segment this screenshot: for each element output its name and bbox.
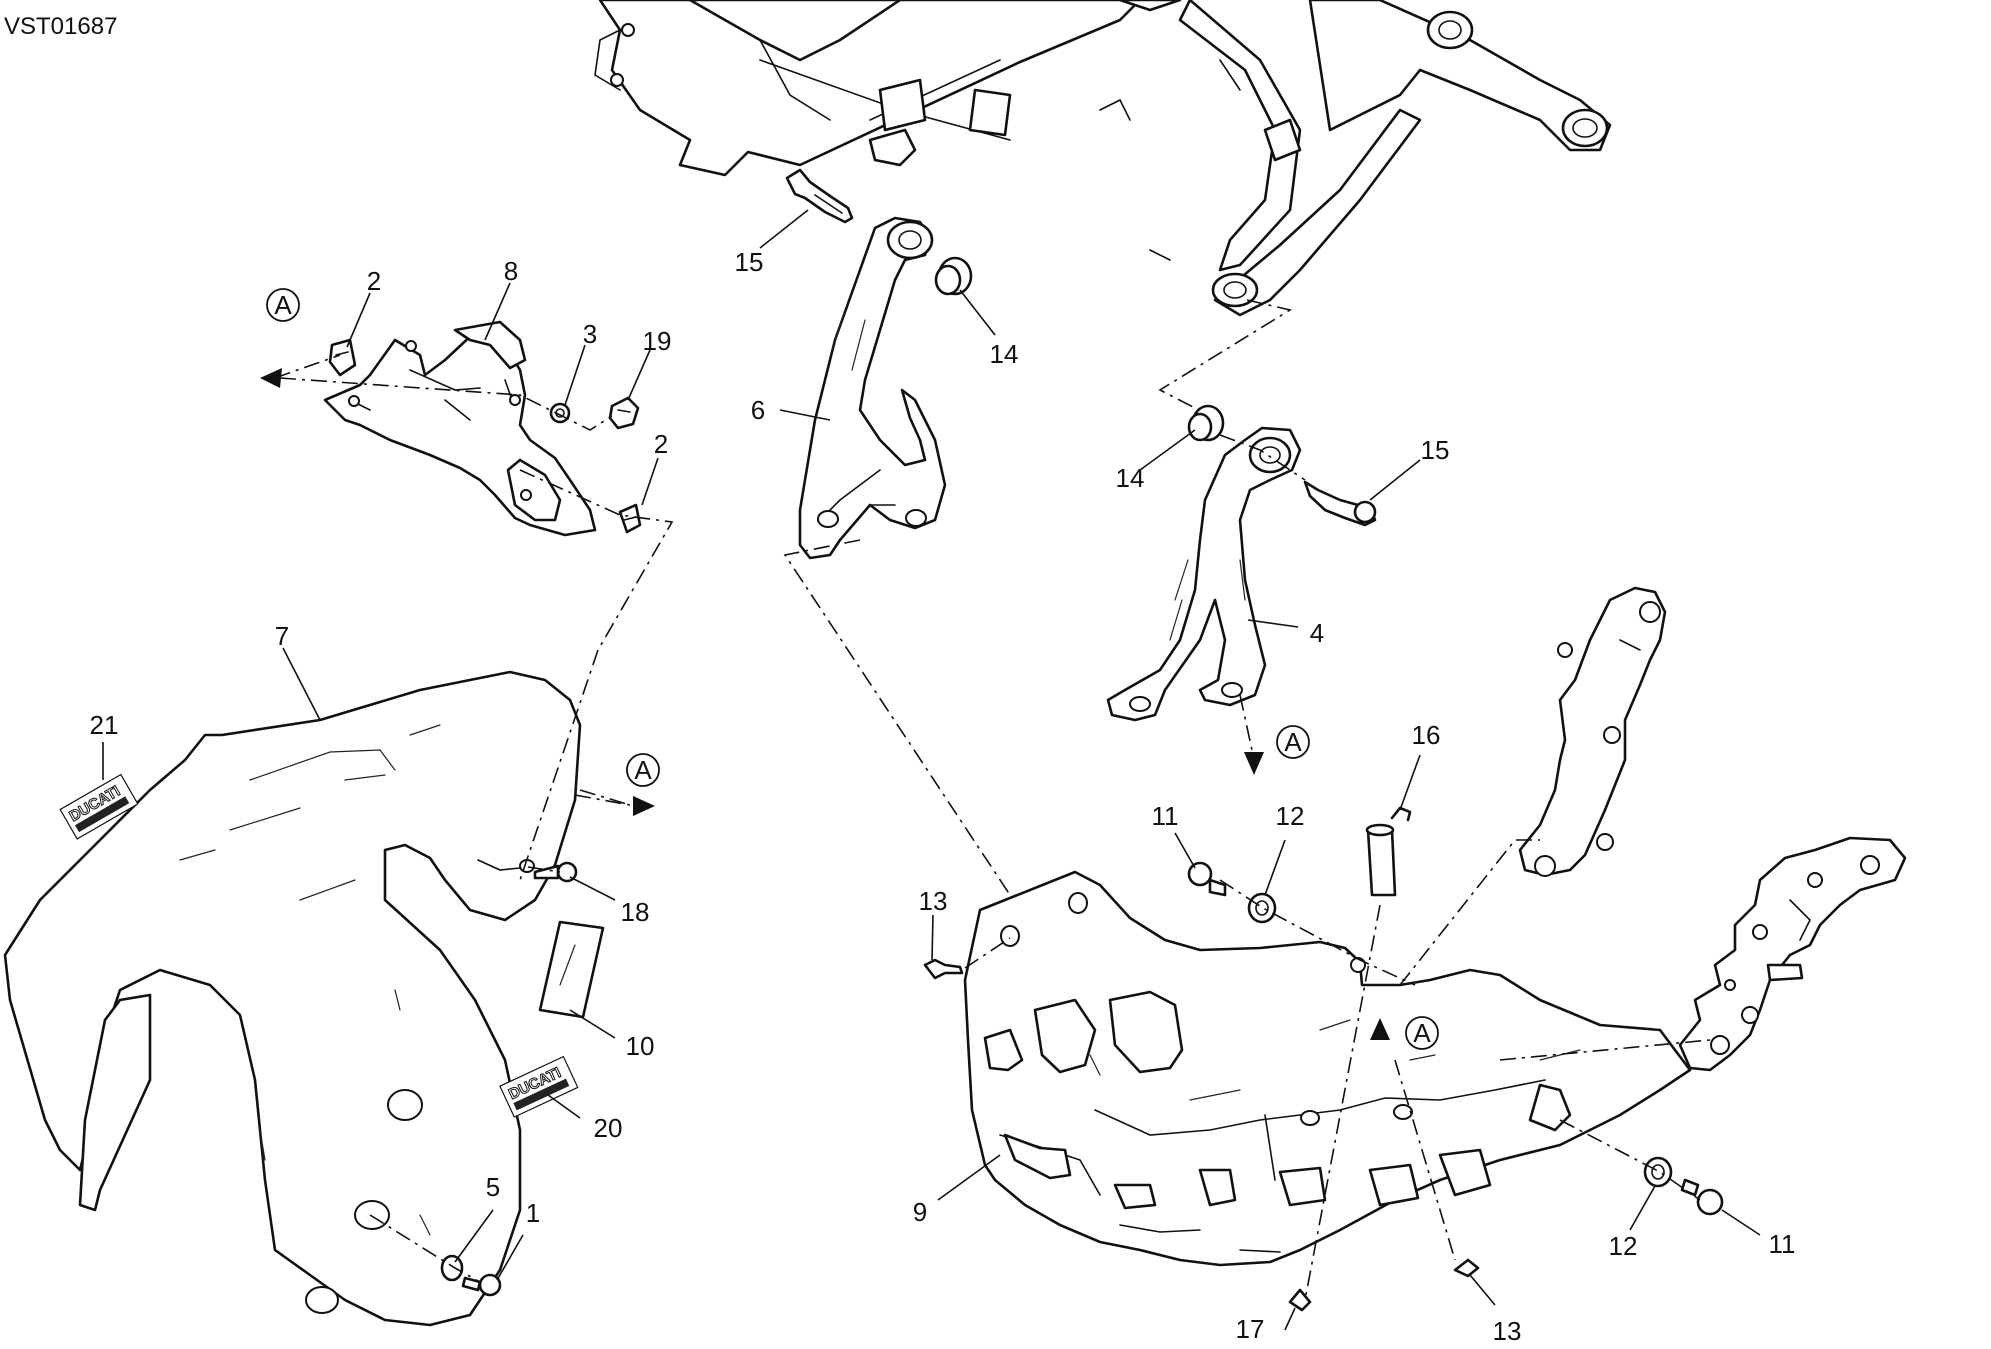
callout-17: 17 (1236, 1314, 1265, 1344)
screw-18 (533, 861, 578, 883)
callout-14-right: 14 (1116, 463, 1145, 493)
callout-2-upper: 2 (367, 266, 381, 296)
rubber-bushing-upper (934, 256, 973, 296)
screw-upper-left (785, 168, 854, 224)
callout-15-right: 15 (1421, 435, 1450, 465)
reference-label-a-bottom: A (1413, 1018, 1431, 1048)
callout-13-left: 13 (919, 886, 948, 916)
footrest-hanger-left (798, 216, 947, 560)
nut (549, 402, 571, 424)
callout-12-upper: 12 (1276, 801, 1305, 831)
callout-labels: 2 8 3 19 2 15 14 6 14 15 4 7 21 18 10 20… (90, 247, 1796, 1346)
assembly-lines (279, 299, 1711, 1301)
screw-11-upper (1187, 861, 1227, 897)
front-mudguard (3, 670, 582, 1327)
side-bracket-upper (1518, 586, 1667, 877)
callout-7: 7 (275, 621, 289, 651)
reference-arrow-a-right: A (1239, 694, 1310, 775)
washer-5 (440, 1254, 464, 1282)
screw-1 (461, 1273, 502, 1297)
callout-12-lower: 12 (1609, 1231, 1638, 1261)
callout-11-upper: 11 (1152, 801, 1179, 831)
callout-3: 3 (583, 319, 597, 349)
spacer-stud (1365, 806, 1412, 897)
callout-5: 5 (486, 1172, 500, 1202)
callout-1: 1 (526, 1198, 540, 1228)
reference-arrow-a-mid: A (574, 753, 660, 816)
transparent-sticker (538, 920, 605, 1019)
callout-16: 16 (1412, 720, 1441, 750)
screw-11-lower (1680, 1178, 1724, 1216)
callout-8: 8 (504, 256, 518, 286)
frame-structure (594, 0, 1612, 317)
front-cover (323, 320, 597, 537)
skid-plate (963, 870, 1692, 1267)
callout-10: 10 (626, 1031, 655, 1061)
callout-19: 19 (643, 326, 672, 356)
rubber-bushing-right (1187, 404, 1225, 442)
washer-12-lower (1643, 1156, 1673, 1188)
callout-2-lower: 2 (654, 429, 668, 459)
callout-6: 6 (751, 395, 765, 425)
washer-12-upper (1247, 892, 1277, 924)
decal-20: DUCATI (499, 1055, 579, 1118)
callout-14-upper: 14 (990, 339, 1019, 369)
callout-20: 20 (594, 1113, 623, 1143)
screw-17 (1288, 1288, 1312, 1312)
reference-label-a-right: A (1284, 727, 1302, 757)
side-bracket-lower (1678, 836, 1907, 1072)
callout-4: 4 (1310, 618, 1324, 648)
clip-fastener (608, 396, 640, 430)
reference-arrow-a-top: A (260, 288, 341, 388)
callout-15-left: 15 (735, 247, 764, 277)
drawing-id: VST01687 (4, 13, 117, 40)
callout-9: 9 (913, 1197, 927, 1227)
reference-label-a-top: A (274, 290, 292, 320)
screw-13-bottom (1453, 1258, 1480, 1278)
leader-lines (102, 209, 1761, 1331)
reference-label-a-mid: A (634, 755, 652, 785)
callout-18: 18 (621, 897, 650, 927)
callout-21: 21 (90, 710, 119, 740)
reference-arrow-a-bottom: A (1370, 1016, 1439, 1050)
clip-nut-lower (618, 503, 642, 534)
clip-nut-upper (328, 338, 357, 377)
callout-11-lower: 11 (1769, 1229, 1796, 1259)
screw-13-left (923, 958, 964, 980)
callout-13-bottom: 13 (1493, 1316, 1522, 1346)
screw-right (1303, 480, 1377, 527)
